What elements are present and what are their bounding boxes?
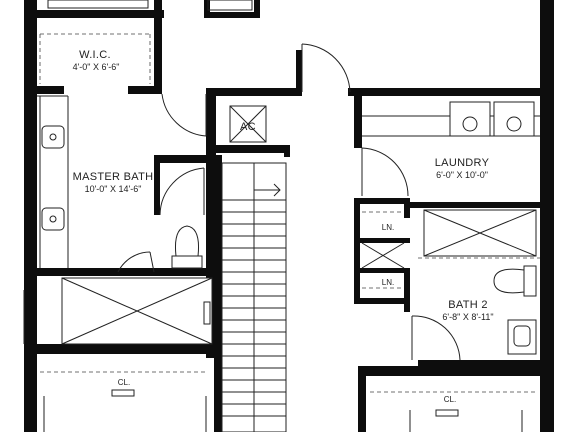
stair-treads — [222, 199, 286, 417]
toilet-master — [171, 225, 203, 269]
laundry-size: 6'-0" X 10'-0" — [436, 170, 488, 180]
wic-size: 4'-0" X 6'-6" — [73, 62, 120, 72]
closet-left-label: CL. — [118, 378, 130, 387]
sink-lower — [41, 207, 65, 231]
ac-label: AC — [240, 121, 256, 133]
master-bath-size: 10'-0" X 14'-6" — [85, 184, 142, 194]
master-bath-name: MASTER BATH — [73, 171, 154, 183]
linen-lower-label: LN. — [382, 278, 394, 287]
stair-arrow-icon — [254, 183, 281, 197]
bath2-size: 6'-8" X 8'-11" — [442, 312, 493, 322]
closet-right-label: CL. — [444, 395, 456, 404]
walls — [24, 0, 554, 432]
laundry-name: LAUNDRY — [435, 157, 490, 169]
bath2-name: BATH 2 — [448, 299, 488, 311]
linen-upper-label: LN. — [382, 223, 394, 232]
sink-upper — [41, 125, 65, 149]
wic-name: W.I.C. — [79, 49, 111, 61]
sink-bath2 — [507, 319, 537, 355]
toilet-bath2 — [493, 265, 537, 297]
detail-lines — [23, 0, 540, 432]
